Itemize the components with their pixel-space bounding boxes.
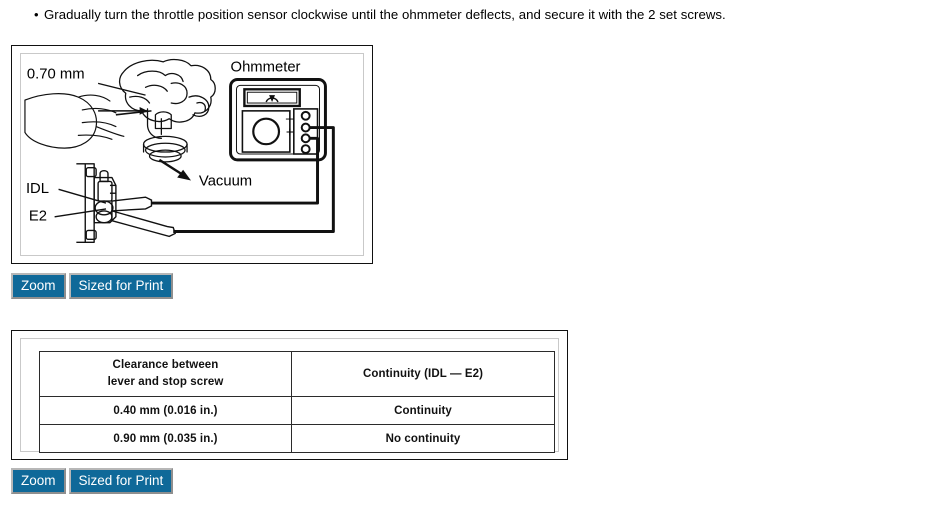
table-cell-continuity-2: No continuity: [291, 424, 555, 453]
table-header-clearance-line1: Clearance between: [112, 359, 219, 371]
table-figure-frame: Clearance between lever and stop screw C…: [11, 330, 568, 460]
svg-text:–: –: [286, 111, 294, 126]
test-lead-upper: [111, 196, 153, 212]
ohmmeter-label: Ohmmeter: [231, 60, 301, 76]
table-toolbar: Zoom Sized for Print: [11, 468, 174, 494]
instruction-bullet-row: • Gradually turn the throttle position s…: [0, 6, 950, 23]
continuity-spec-table: Clearance between lever and stop screw C…: [39, 351, 555, 453]
e2-label: E2: [29, 209, 47, 225]
table-cell-clearance-2: 0.90 mm (0.035 in.): [39, 424, 292, 453]
diagram-figure-inner: 0.70 mm Vacuum Ohmmeter: [20, 53, 364, 256]
table-header-continuity: Continuity (IDL — E2): [291, 351, 555, 397]
zoom-button-diagram[interactable]: Zoom: [11, 273, 66, 299]
table-cell-clearance-1: 0.40 mm (0.016 in.): [39, 396, 292, 425]
throttle-sensor-diagram: 0.70 mm Vacuum Ohmmeter: [24, 58, 335, 243]
idl-label: IDL: [26, 181, 49, 197]
table-row: 0.90 mm (0.035 in.) No continuity: [39, 424, 555, 453]
clearance-arrows: [98, 106, 152, 116]
vacuum-label: Vacuum: [199, 173, 252, 189]
table-header-row: Clearance between lever and stop screw C…: [39, 351, 555, 397]
instruction-block: • Gradually turn the throttle position s…: [0, 0, 950, 23]
table-header-clearance: Clearance between lever and stop screw: [39, 351, 292, 397]
table-header-clearance-line2: lever and stop screw: [107, 376, 224, 388]
zoom-button-table[interactable]: Zoom: [11, 468, 66, 494]
sized-for-print-button-diagram[interactable]: Sized for Print: [68, 273, 174, 299]
bullet-icon: •: [34, 7, 39, 22]
throttle-body-illustration: [118, 58, 216, 163]
diagram-toolbar: Zoom Sized for Print: [11, 273, 174, 299]
connector-illustration: [76, 163, 117, 243]
diagram-figure-frame: 0.70 mm Vacuum Ohmmeter: [11, 45, 373, 264]
table-cell-continuity-1: Continuity: [291, 396, 555, 425]
vacuum-arrow-head: [177, 169, 192, 181]
test-lead-wire-lower: [173, 126, 335, 233]
idl-leader-line: [58, 188, 107, 204]
test-lead-wire-upper: [151, 136, 320, 205]
instruction-text: Gradually turn the throttle position sen…: [44, 7, 726, 22]
hand-illustration: [24, 93, 125, 149]
svg-text:+: +: [286, 124, 294, 139]
clearance-label: 0.70 mm: [27, 67, 85, 83]
sized-for-print-button-table[interactable]: Sized for Print: [68, 468, 174, 494]
table-header-continuity-line1: Continuity (IDL — E2): [362, 367, 484, 380]
clearance-leader-line: [97, 82, 146, 96]
table-row: 0.40 mm (0.016 in.) Continuity: [39, 396, 555, 425]
test-lead-lower: [111, 209, 177, 238]
table-figure-inner: Clearance between lever and stop screw C…: [20, 338, 559, 453]
e2-leader-line: [54, 208, 107, 218]
ohmmeter-illustration: – +: [229, 78, 327, 162]
